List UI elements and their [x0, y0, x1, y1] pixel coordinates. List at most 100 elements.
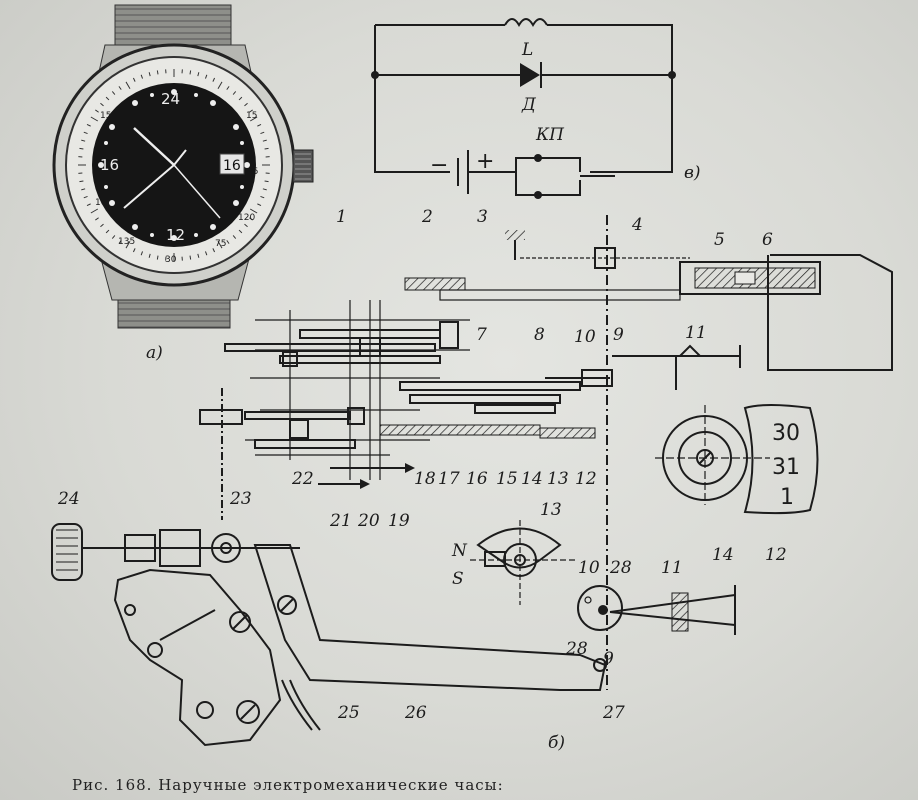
- pin: [147, 642, 163, 658]
- callout: 5: [714, 230, 725, 250]
- screw: [229, 611, 251, 633]
- subfigure-label-a: а): [146, 343, 163, 363]
- seconds-hand: [173, 164, 221, 219]
- figure-caption: Рис. 168. Наручные электромеханические ч…: [72, 776, 504, 794]
- inductor-label: L: [521, 40, 533, 60]
- callout: 13: [547, 469, 569, 489]
- bezel-number: 15: [246, 111, 257, 121]
- callout: 10: [574, 327, 596, 347]
- mechanism-diagram: 30 31 1 N S: [51, 215, 893, 753]
- spring-25: [289, 679, 321, 731]
- bezel-tick: [111, 235, 116, 239]
- bezel-tick: [260, 195, 265, 199]
- wheel-7: [399, 381, 581, 391]
- hand-tail: [173, 149, 187, 166]
- rotor-13: [476, 527, 562, 569]
- bezel-tick: [204, 251, 208, 256]
- callout: 25: [337, 703, 360, 723]
- subfigure-label-v: в): [684, 163, 701, 183]
- callout: 23: [229, 489, 252, 509]
- wristwatch-illustration: 150 15 45 120 135 30 75 105 24 16 12 16 …: [52, 4, 314, 363]
- switch-wire-top: [515, 157, 538, 172]
- callout: 14: [712, 545, 734, 565]
- bezel-number: 120: [238, 213, 255, 223]
- arrow-head: [405, 463, 415, 473]
- switch-wire-bottom: [515, 172, 538, 196]
- pinion: [282, 351, 298, 367]
- setting-lever-plate: [113, 568, 282, 747]
- bezel-tick: [132, 77, 136, 82]
- bezel-tick: [81, 188, 86, 191]
- bezel-ticks: [78, 69, 270, 261]
- bezel-tick: [95, 217, 99, 221]
- hour-hand: [133, 127, 175, 166]
- callout: 18: [414, 469, 436, 489]
- diode-symbol: [520, 63, 540, 87]
- bezel-tick: [125, 81, 131, 90]
- callout: 27: [602, 703, 625, 723]
- bezel-tick: [90, 116, 99, 122]
- bezel-tick: [197, 253, 200, 258]
- callout: 21: [329, 511, 352, 531]
- subfigure-label-b: б): [548, 733, 565, 753]
- rotor-slot: [484, 551, 506, 567]
- bezel-tick: [262, 139, 267, 142]
- bezel-tick: [249, 217, 253, 221]
- pole-north: N: [451, 541, 468, 561]
- callout: 12: [575, 469, 597, 489]
- wheel: [244, 411, 351, 420]
- bridge-2: [404, 277, 466, 291]
- bezel-tick: [118, 240, 122, 244]
- screw: [196, 701, 214, 719]
- lever-26: [253, 544, 607, 691]
- screw-slot: [240, 704, 256, 720]
- callout: 28: [565, 639, 588, 659]
- bezel-tick: [212, 77, 216, 82]
- callout: 19: [388, 511, 410, 531]
- callout: 15: [496, 469, 518, 489]
- date-plate-12: [539, 427, 596, 439]
- dial-numeral-12: 12: [166, 226, 185, 244]
- callout: 20: [357, 511, 380, 531]
- junction-dot: [371, 71, 379, 79]
- stud-4: [505, 230, 525, 240]
- bezel-tick: [238, 229, 243, 234]
- bezel-tick: [90, 208, 99, 214]
- setting-wheel-hub: [220, 542, 232, 554]
- callout: 3: [477, 207, 488, 227]
- bezel-tick: [226, 240, 230, 244]
- callout: 22: [291, 469, 314, 489]
- bezel-tick: [238, 96, 243, 101]
- wheel-22: [254, 439, 356, 449]
- bezel-tick: [262, 188, 267, 191]
- bezel-tick: [264, 147, 269, 150]
- pole-south: S: [452, 569, 464, 589]
- circuit-diagram: L Д − + КП в): [371, 18, 701, 199]
- bezel-tick: [264, 180, 269, 183]
- bezel-tick: [86, 123, 91, 127]
- pin-hole: [584, 596, 592, 604]
- bezel-tick: [111, 91, 116, 95]
- bezel-tick: [189, 70, 192, 75]
- bezel-tick: [226, 86, 230, 90]
- dial-numeral-24: 24: [161, 90, 180, 108]
- pinion: [439, 321, 459, 349]
- date-value: 31: [772, 455, 800, 480]
- crown-24: [51, 523, 83, 581]
- date-window-value: 16: [223, 158, 241, 174]
- callout: 8: [534, 325, 545, 345]
- callout: 12: [765, 545, 787, 565]
- bezel-tick: [148, 72, 151, 77]
- contact-spring-peak: [679, 344, 701, 357]
- bezel-tick: [156, 255, 159, 260]
- bezel-tick: [105, 229, 110, 234]
- bezel-tick: [232, 235, 237, 239]
- wheel: [409, 394, 561, 404]
- bezel-number: 75: [215, 239, 226, 249]
- date-value: 30: [772, 421, 800, 446]
- screw-slot: [232, 614, 248, 630]
- switch-label: КП: [535, 125, 565, 145]
- junction-dot: [668, 71, 676, 79]
- bezel-tick: [257, 203, 262, 207]
